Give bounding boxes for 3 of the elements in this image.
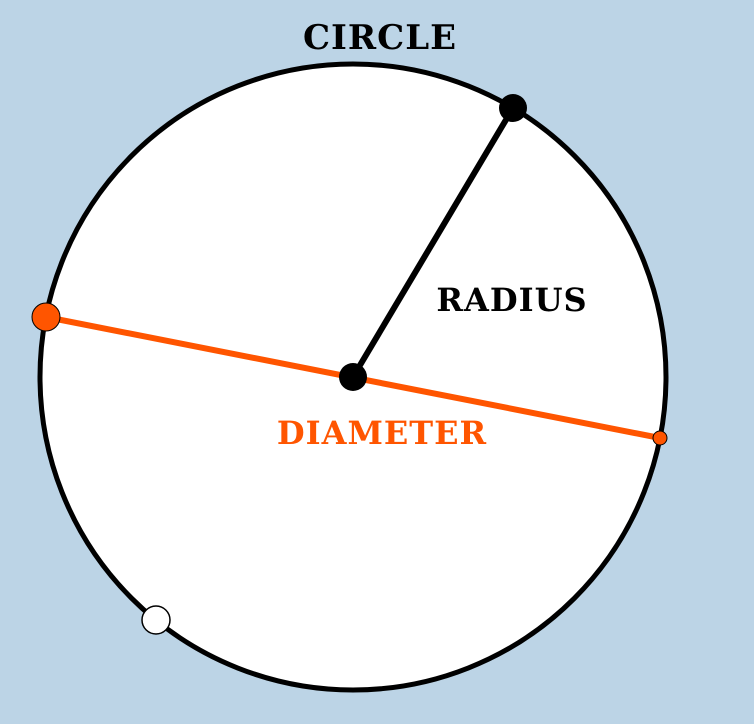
radius-label: RADIUS [436, 284, 588, 316]
diameter-label: DIAMETER [276, 417, 488, 449]
title: CIRCLE [302, 21, 458, 55]
